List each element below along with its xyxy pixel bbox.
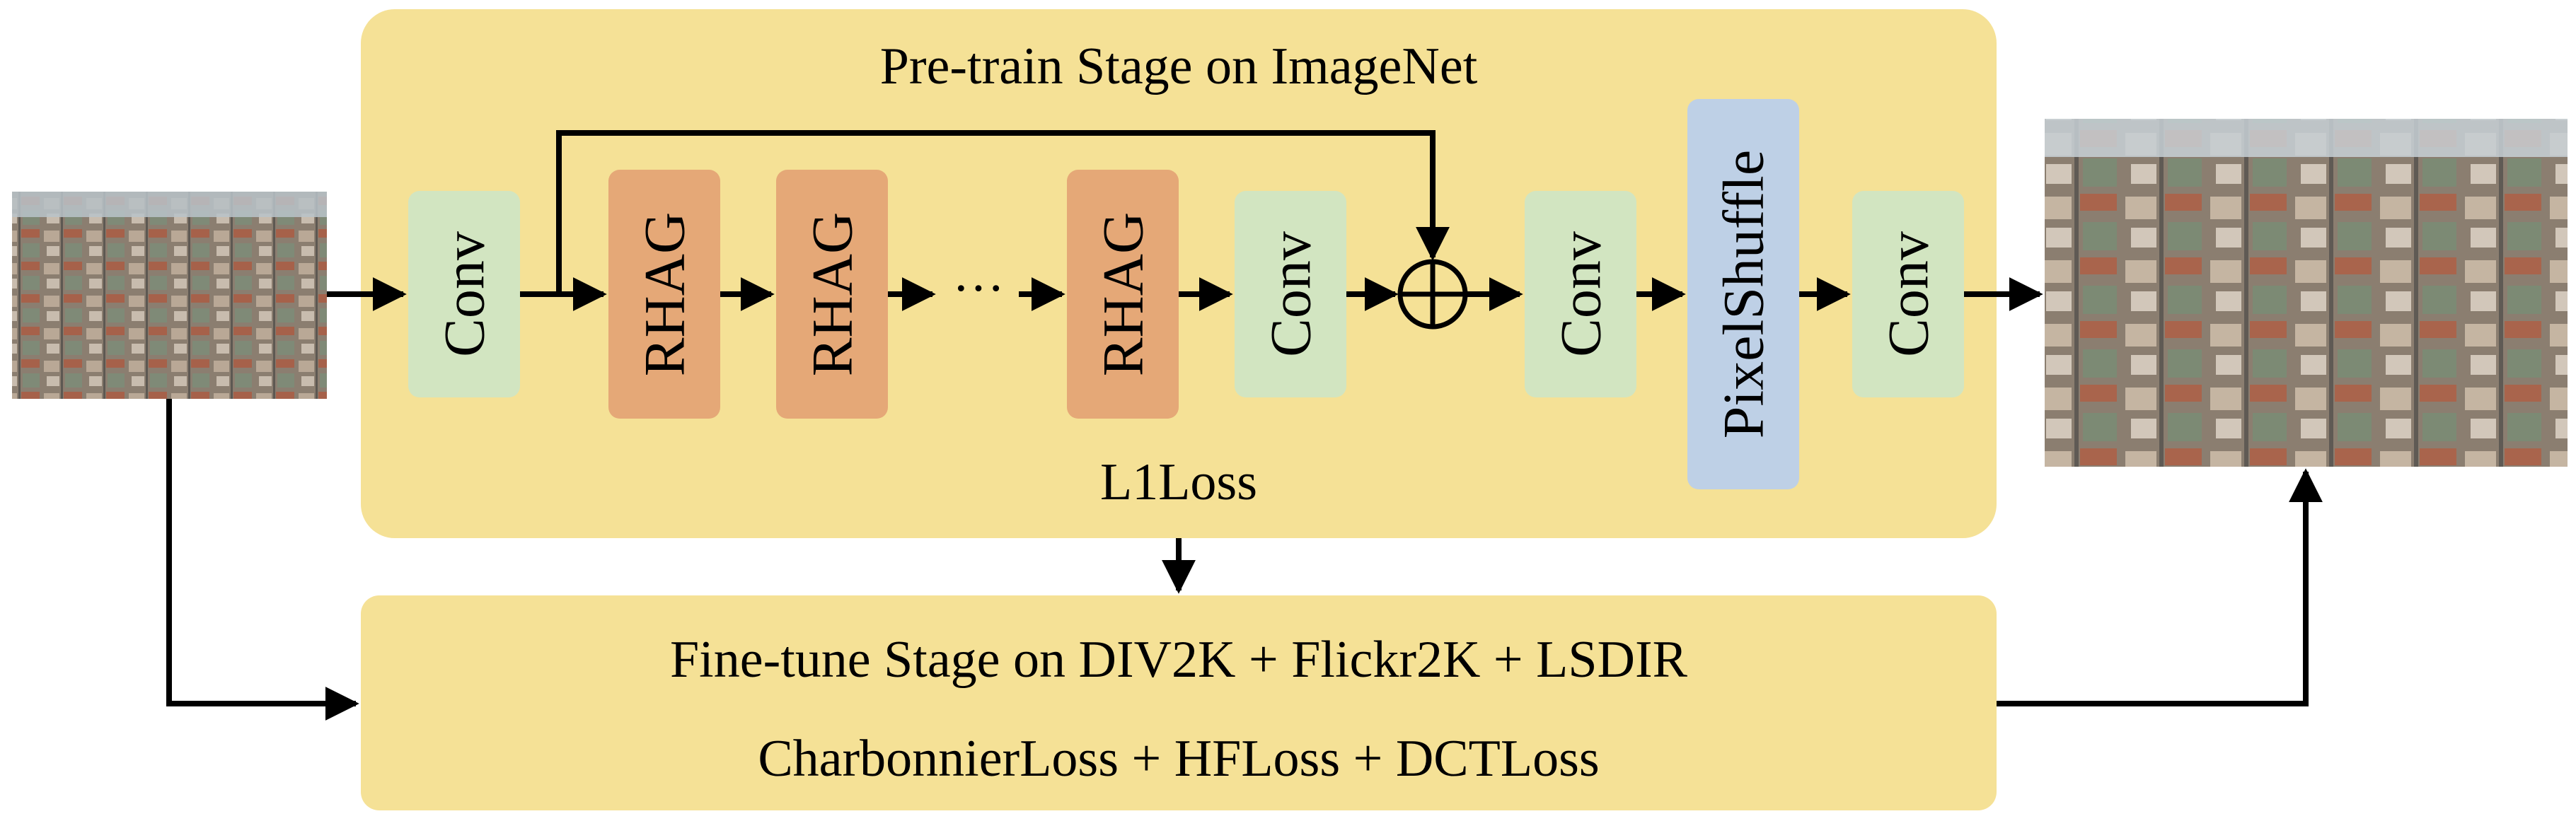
add-operator bbox=[1397, 259, 1468, 330]
svg-text:Conv: Conv bbox=[1876, 231, 1941, 357]
rhag-block-1: RHAG bbox=[608, 170, 720, 419]
rhag-block-2: RHAG bbox=[776, 170, 888, 419]
conv-block-1: Conv bbox=[408, 191, 520, 397]
finetune-loss-label: CharbonnierLoss + HFLoss + DCTLoss bbox=[758, 730, 1599, 788]
skip-connection-arrow bbox=[556, 130, 1450, 294]
conv-block-4: Conv bbox=[1852, 191, 1964, 397]
svg-text:RHAG: RHAG bbox=[800, 212, 865, 376]
svg-text:RHAG: RHAG bbox=[1091, 212, 1155, 376]
pixelshuffle-block: PixelShuffle bbox=[1687, 99, 1799, 489]
pretrain-loss-label: L1Loss bbox=[1100, 453, 1257, 511]
svg-text:Conv: Conv bbox=[1549, 231, 1613, 357]
arrow-finetune-to-output bbox=[1997, 468, 2323, 706]
finetune-stage-panel bbox=[361, 595, 1997, 810]
ellipsis: ··· bbox=[952, 260, 1005, 318]
svg-text:RHAG: RHAG bbox=[633, 212, 697, 376]
input-image bbox=[12, 192, 327, 399]
arrow-input-to-finetune bbox=[166, 399, 359, 721]
rhag-block-3: RHAG bbox=[1067, 170, 1179, 419]
pretrain-stage-title: Pre-train Stage on ImageNet bbox=[880, 37, 1478, 95]
svg-text:Conv: Conv bbox=[1259, 231, 1323, 357]
output-image bbox=[2045, 119, 2568, 467]
conv-block-3: Conv bbox=[1525, 191, 1636, 397]
svg-text:Conv: Conv bbox=[432, 231, 497, 357]
finetune-stage-title: Fine-tune Stage on DIV2K + Flickr2K + LS… bbox=[670, 631, 1688, 689]
svg-text:PixelShuffle: PixelShuffle bbox=[1711, 150, 1776, 438]
conv-block-2: Conv bbox=[1235, 191, 1346, 397]
